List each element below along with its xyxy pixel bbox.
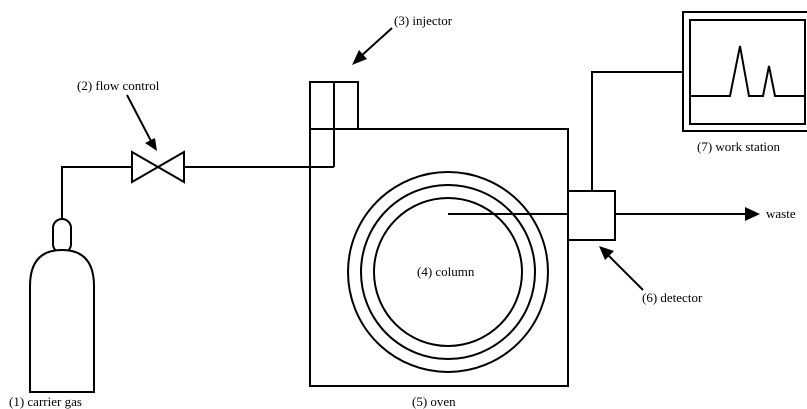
injector-pointer-arrow xyxy=(352,27,393,65)
gas-line-cylinder-to-valve xyxy=(61,166,132,220)
signal-line-detector-to-workstation xyxy=(591,71,683,191)
label-flow-control: (2) flow control xyxy=(77,78,160,93)
label-carrier-gas: (1) carrier gas xyxy=(9,394,82,409)
label-column: (4) column xyxy=(417,264,475,279)
chromatogram-trace xyxy=(690,45,805,97)
label-oven: (5) oven xyxy=(412,394,456,409)
detector-box xyxy=(567,190,616,241)
work-station-monitor xyxy=(682,11,807,132)
column-coil xyxy=(347,171,568,373)
detector-pointer-arrow xyxy=(599,246,644,291)
carrier-gas-cylinder xyxy=(29,218,95,393)
flow-control-valve xyxy=(131,150,185,184)
label-waste: waste xyxy=(766,206,796,221)
flow-control-pointer-arrow xyxy=(126,94,157,151)
label-injector: (3) injector xyxy=(394,13,453,28)
label-detector: (6) detector xyxy=(642,290,703,305)
waste-outlet-arrow xyxy=(615,207,760,221)
label-work-station: (7) work station xyxy=(697,139,781,154)
injector xyxy=(309,81,359,168)
